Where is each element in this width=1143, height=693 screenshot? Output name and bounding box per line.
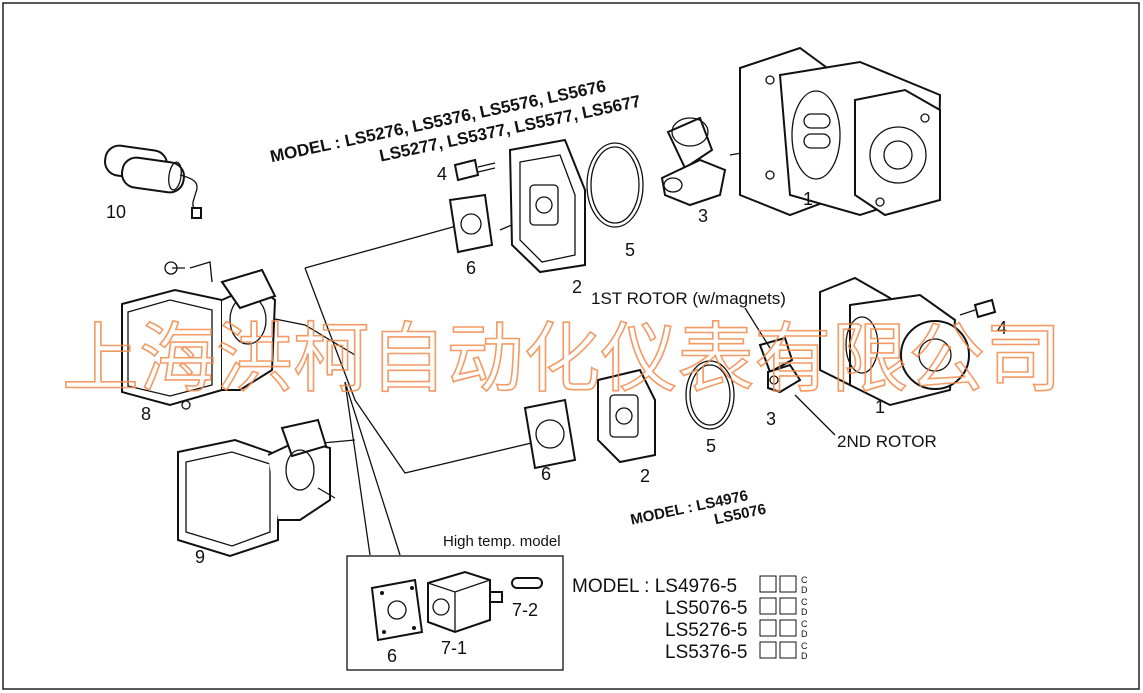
mid-cover-part-2 [597, 368, 656, 464]
part-number-4-mid: 4 [997, 318, 1007, 338]
mid-body-part-1 [819, 276, 970, 407]
part-number-5-top: 5 [625, 240, 635, 260]
part-number-2-mid: 2 [640, 466, 650, 486]
svg-text:C: C [801, 597, 808, 607]
part-numbers: 1 2 3 4 5 6 1 2 3 4 5 6 6 7-1 7-2 8 9 10 [106, 164, 1007, 666]
mid-rotors-part-3 [758, 336, 802, 394]
battery-pack-part-10 [104, 144, 202, 219]
model-bottom-line1: MODEL : LS4976-5 [572, 576, 737, 597]
part-number-3-top: 3 [698, 206, 708, 226]
svg-text:C: C [801, 641, 808, 651]
top-cover-part-2 [508, 138, 586, 274]
part-number-2-top: 2 [572, 277, 582, 297]
top-screw-part-4 [453, 158, 496, 182]
company-watermark: 上海洪柯自动化仪表有限公司 [62, 314, 1062, 403]
svg-text:C: C [801, 575, 808, 585]
part-number-1-top: 1 [803, 189, 813, 209]
part-number-6-box: 6 [387, 646, 397, 666]
part-number-8: 8 [141, 404, 151, 424]
top-oring-part-5 [586, 142, 644, 228]
rotor2-callout-line [794, 394, 836, 436]
part-number-4-top: 4 [437, 164, 447, 184]
high-temp-label: High temp. model [443, 533, 561, 550]
mid-screw-part-4 [959, 298, 997, 319]
svg-text:D: D [801, 651, 808, 661]
model-list-bottom: MODEL : LS4976-5 LS5076-5 LS5276-5 LS537… [572, 575, 808, 663]
model-bottom-line3: LS5276-5 [665, 620, 747, 641]
converter-housing-part-8 [121, 261, 277, 410]
svg-text:D: D [801, 629, 808, 639]
part-number-1-mid: 1 [875, 397, 885, 417]
svg-text:C: C [801, 619, 808, 629]
high-temp-detail-box [346, 555, 564, 671]
top-gasket-part-6 [448, 193, 494, 254]
rotor1-label: 1ST ROTOR (w/magnets) [591, 289, 786, 308]
part-number-7-1: 7-1 [441, 638, 467, 658]
part-number-5-mid: 5 [706, 436, 716, 456]
top-body-part-1 [739, 46, 942, 217]
mid-gasket-part-6 [523, 398, 577, 470]
svg-text:D: D [801, 585, 808, 595]
svg-text:D: D [801, 607, 808, 617]
part-number-10: 10 [106, 202, 126, 222]
part-number-6-mid: 6 [541, 464, 551, 484]
model-bottom-line4: LS5376-5 [665, 642, 747, 663]
part-number-9: 9 [195, 547, 205, 567]
part-number-3-mid: 3 [766, 409, 776, 429]
rotor1-callout-line [744, 307, 771, 349]
model-label-mid: MODEL : LS4976 LS5076 [629, 487, 768, 529]
mid-oring-part-5 [685, 360, 735, 430]
part-number-6-top: 6 [466, 258, 476, 278]
rotor2-label: 2ND ROTOR [837, 432, 937, 451]
converter-housing-part-9 [177, 418, 336, 558]
part-number-7-2: 7-2 [512, 600, 538, 620]
top-rotors-part-3 [660, 116, 727, 207]
model-bottom-line2: LS5076-5 [665, 598, 747, 619]
